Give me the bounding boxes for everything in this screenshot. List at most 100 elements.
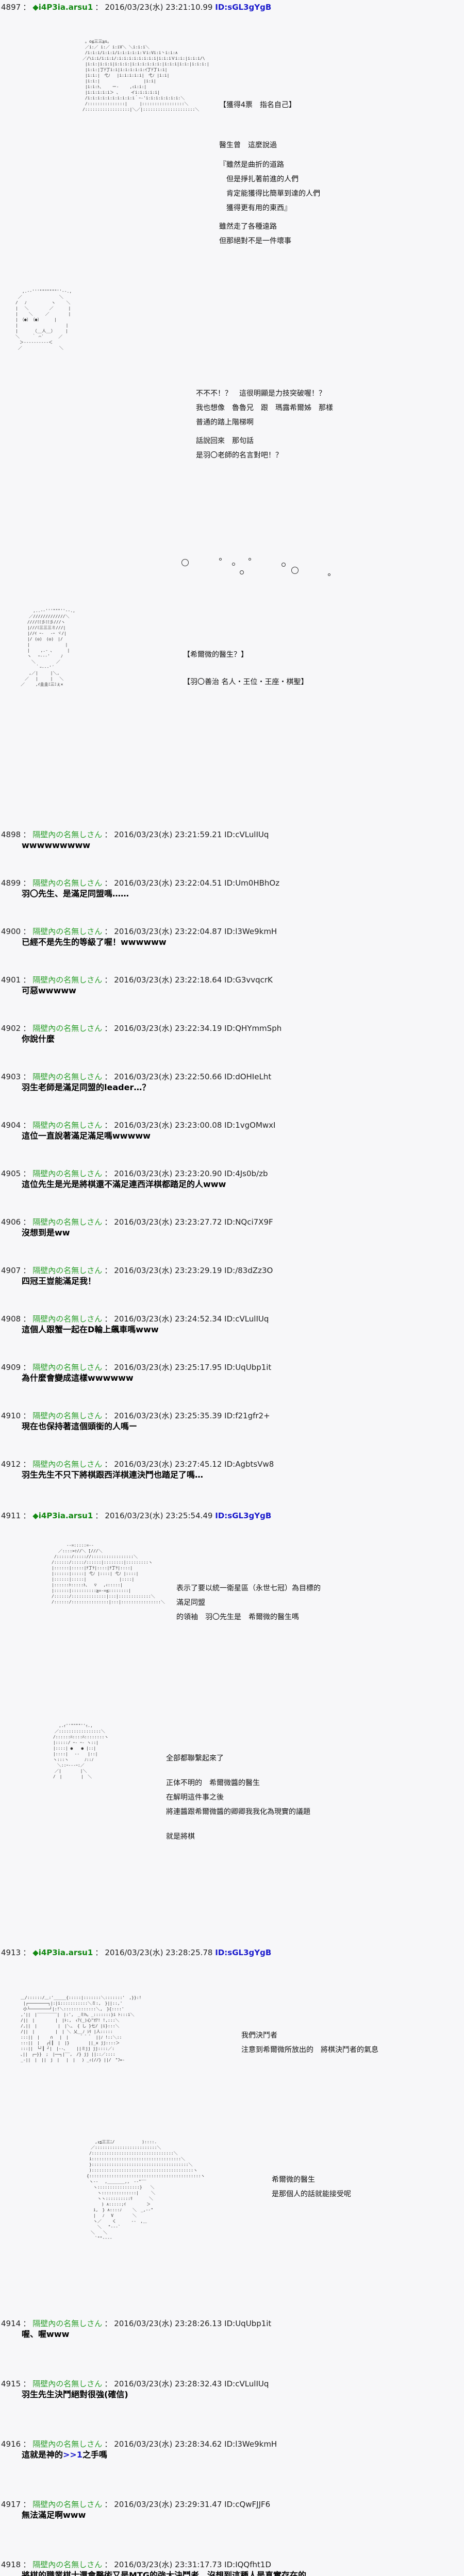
aa-dialog: 【希爾微的醫生？】 【羽〇善治 名人・王位・王座・棋聖】 — [183, 651, 308, 686]
post-date: 2016/03/23(水) 23:28:25.78 — [105, 1948, 213, 1957]
post-number[interactable]: 4909 — [1, 1363, 21, 1372]
reply-post-4909: 4909：隔壁內の名無しさん：2016/03/23(水) 23:25:17.95… — [0, 1335, 464, 1384]
poster-id[interactable]: ID:sGL3gYgB — [215, 1511, 272, 1520]
post-number[interactable]: 4910 — [1, 1411, 21, 1420]
decorative-bubbles — [180, 556, 366, 582]
poster-name: 隔壁內の名無しさん — [32, 2379, 103, 2388]
poster-id[interactable]: ID:QHYmmSph — [224, 1024, 282, 1033]
post-header: 4917：隔壁內の名無しさん：2016/03/23(水) 23:29:31.47… — [1, 2500, 271, 2509]
post-date: 2016/03/23(水) 23:28:26.13 — [114, 2319, 222, 2328]
post-number[interactable]: 4903 — [1, 1072, 21, 1081]
post-header: 4912：隔壁內の名無しさん：2016/03/23(水) 23:27:45.12… — [1, 1460, 274, 1469]
post-date: 2016/03/23(水) 23:27:45.12 — [114, 1460, 222, 1469]
poster-name: 隔壁內の名無しさん — [32, 2560, 103, 2569]
poster-id[interactable]: ID:IQQfht1D — [224, 2560, 271, 2569]
post-number[interactable]: 4906 — [1, 1217, 21, 1227]
post-number[interactable]: 4912 — [1, 1460, 21, 1469]
reply-post-4906: 4906：隔壁內の名無しさん：2016/03/23(水) 23:23:27.72… — [0, 1190, 464, 1239]
poster-id[interactable]: ID:l3We9kmH — [224, 927, 277, 936]
bubble-icon — [219, 558, 222, 561]
post-number[interactable]: 4915 — [1, 2379, 21, 2388]
post-number[interactable]: 4907 — [1, 1266, 21, 1275]
post-number[interactable]: 4917 — [1, 2500, 21, 2509]
reply-post-4908: 4908：隔壁內の名無しさん：2016/03/23(水) 23:24:52.34… — [0, 1287, 464, 1335]
post-number[interactable]: 4914 — [1, 2319, 21, 2328]
poster-id[interactable]: ID:/83dZz3O — [224, 1266, 273, 1275]
post-header: 4914：隔壁內の名無しさん：2016/03/23(水) 23:28:26.13… — [1, 2319, 272, 2328]
post-body: 沒想到是ww — [22, 1228, 70, 1238]
post-header: 4907：隔壁內の名無しさん：2016/03/23(水) 23:23:29.19… — [1, 1266, 273, 1275]
post-header: 4909：隔壁內の名無しさん：2016/03/23(水) 23:25:17.95… — [1, 1363, 272, 1372]
post-body: 羽〇先生、是滿足同盟嗎…… — [22, 889, 129, 899]
post-number[interactable]: 4918 — [1, 2560, 21, 2569]
aa-character-art: 。o≦三三≧s。 ／i:／ i:／ i:iV＼ ＼i:i:i＼ /i:i:i/i… — [82, 39, 209, 112]
reply-post-4902: 4902：隔壁內の名無しさん：2016/03/23(水) 23:22:34.19… — [0, 996, 464, 1045]
poster-id[interactable]: ID:f21gfr2+ — [224, 1411, 270, 1420]
poster-name: 隔壁內の名無しさん — [32, 878, 103, 888]
post-number[interactable]: 4908 — [1, 1314, 21, 1324]
post-number[interactable]: 4901 — [1, 975, 21, 985]
separator: ： — [23, 3, 31, 12]
post-body: 羽生先生決鬥絕對很強(確信) — [22, 2389, 128, 2399]
poster-id[interactable]: ID:UqUbp1it — [224, 2319, 272, 2328]
post-number[interactable]: 4898 — [1, 830, 21, 839]
reply-post-4917: 4917：隔壁內の名無しさん：2016/03/23(水) 23:29:31.47… — [0, 2461, 464, 2521]
post-number[interactable]: 4911 — [1, 1511, 21, 1520]
post-date: 2016/03/23(水) 23:29:31.47 — [114, 2500, 222, 2509]
poster-id[interactable]: ID:G3vvqcrK — [224, 975, 273, 985]
poster-id[interactable]: ID:sGL3gYgB — [215, 3, 272, 12]
bubble-icon — [248, 558, 251, 561]
aa-dialog: 【獲得4票 指名自己】 醫生曾 這麼說過 『雖然是曲折的道路 但是掙扎著前進的人… — [219, 101, 320, 245]
reply-post-4904: 4904：隔壁內の名無しさん：2016/03/23(水) 23:23:00.08… — [0, 1093, 464, 1142]
post-header: 4915：隔壁內の名無しさん：2016/03/23(水) 23:28:32.43… — [1, 2379, 269, 2388]
post-number[interactable]: 4900 — [1, 927, 21, 936]
poster-name: 隔壁內の名無しさん — [32, 2319, 103, 2328]
post-body: 這就是神的>>1之手嗎 — [22, 2450, 107, 2460]
poster-name: 隔壁內の名無しさん — [32, 975, 103, 985]
reply-anchor-link[interactable]: >>1 — [63, 2450, 82, 2460]
poster-id[interactable]: ID:4Js0b/zb — [224, 1169, 268, 1178]
poster-name: 隔壁內の名無しさん — [32, 1024, 103, 1033]
post-number[interactable]: 4904 — [1, 1121, 21, 1130]
post-number[interactable]: 4905 — [1, 1169, 21, 1178]
poster-id[interactable]: ID:cVLulIUq — [224, 2379, 269, 2388]
poster-id[interactable]: ID:NQci7X9F — [224, 1217, 273, 1227]
post-date: 2016/03/23(水) 23:21:10.99 — [105, 3, 213, 12]
post-number[interactable]: 4916 — [1, 2439, 21, 2449]
post-body: 現在也保持著這個頭銜的人嗎ー — [22, 1421, 138, 1431]
post-date: 2016/03/23(水) 23:31:17.73 — [114, 2560, 222, 2569]
poster-id[interactable]: ID:dOHIeLht — [224, 1072, 272, 1081]
post-header: 4897：◆i4P3ia.arsu1：2016/03/23(水) 23:21:1… — [1, 3, 272, 12]
post-number[interactable]: 4899 — [1, 878, 21, 888]
reply-post-4915: 4915：隔壁內の名無しさん：2016/03/23(水) 23:28:32.43… — [0, 2340, 464, 2400]
post-number[interactable]: 4913 — [1, 1948, 21, 1957]
poster-id[interactable]: ID:cQwFJJF6 — [224, 2500, 271, 2509]
poster-id[interactable]: ID:UqUbp1it — [224, 1363, 272, 1372]
poster-id[interactable]: ID:1vgOMwxI — [224, 1121, 276, 1130]
post-date: 2016/03/23(水) 23:23:27.72 — [114, 1217, 222, 1227]
poster-name: 隔壁內の名無しさん — [32, 2500, 103, 2509]
post-body: 羽生先生不只下將棋跟西洋棋連決鬥也踏足了嗎… — [22, 1470, 204, 1480]
post-number[interactable]: 4902 — [1, 1024, 21, 1033]
post-header: 4905：隔壁內の名無しさん：2016/03/23(水) 23:23:20.90… — [1, 1169, 268, 1178]
post-body: 這個人跟蟹一起在D輪上飆車嗎www — [22, 1325, 159, 1334]
poster-name: 隔壁內の名無しさん — [32, 927, 103, 936]
poster-id[interactable]: ID:cVLulIUq — [224, 1314, 269, 1324]
post-header: 4898：隔壁內の名無しさん：2016/03/23(水) 23:21:59.21… — [1, 830, 269, 839]
post-header: 4902：隔壁內の名無しさん：2016/03/23(水) 23:22:34.19… — [1, 1024, 282, 1033]
post-number[interactable]: 4897 — [1, 3, 21, 12]
poster-id[interactable]: ID:sGL3gYgB — [215, 1948, 272, 1957]
poster-id[interactable]: ID:l3We9kmH — [224, 2439, 277, 2449]
poster-id[interactable]: ID:AgbtsVw8 — [224, 1460, 274, 1469]
poster-id[interactable]: ID:cVLulIUq — [224, 830, 269, 839]
post-header: 4899：隔壁內の名無しさん：2016/03/23(水) 23:22:04.51… — [1, 878, 280, 888]
reply-post-4914: 4914：隔壁內の名無しさん：2016/03/23(水) 23:28:26.13… — [0, 2308, 464, 2340]
poster-id[interactable]: ID:Um0HBhOz — [224, 878, 280, 888]
post-date: 2016/03/23(水) 23:28:32.43 — [114, 2379, 222, 2388]
post-date: 2016/03/23(水) 23:23:29.19 — [114, 1266, 222, 1275]
diamond-icon: ◆ — [32, 1948, 39, 1957]
post-date: 2016/03/23(水) 23:22:34.19 — [114, 1024, 222, 1033]
post-date: 2016/03/23(水) 23:23:00.08 — [114, 1121, 222, 1130]
aa-character-art: -‐=:::::=‐- ／::::>ｧ//＼ ̄[///＼ /::::::/::… — [52, 1543, 165, 1604]
